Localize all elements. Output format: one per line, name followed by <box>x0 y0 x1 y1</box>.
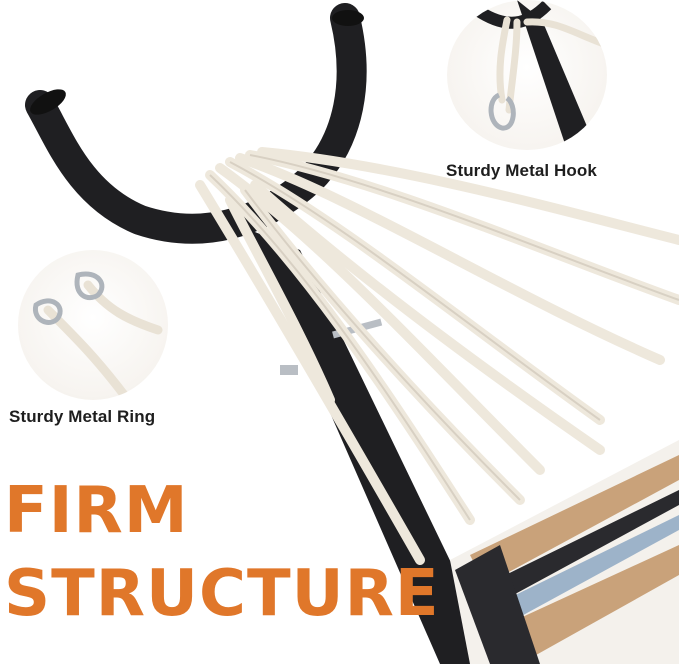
ring-caption: Sturdy Metal Ring <box>9 407 156 426</box>
headline-line-1: FIRM <box>4 474 189 548</box>
metal-hook <box>25 3 367 244</box>
metal-hook-icon <box>473 0 607 150</box>
hook-caption: Sturdy Metal Hook <box>446 161 597 180</box>
hook-detail-inset <box>447 0 607 150</box>
metal-ring-icon <box>32 271 163 400</box>
hammock-fabric <box>450 440 679 664</box>
stand-pole <box>250 230 500 664</box>
ring-detail-inset <box>18 250 168 400</box>
headline-line-2: STRUCTURE <box>4 557 440 631</box>
